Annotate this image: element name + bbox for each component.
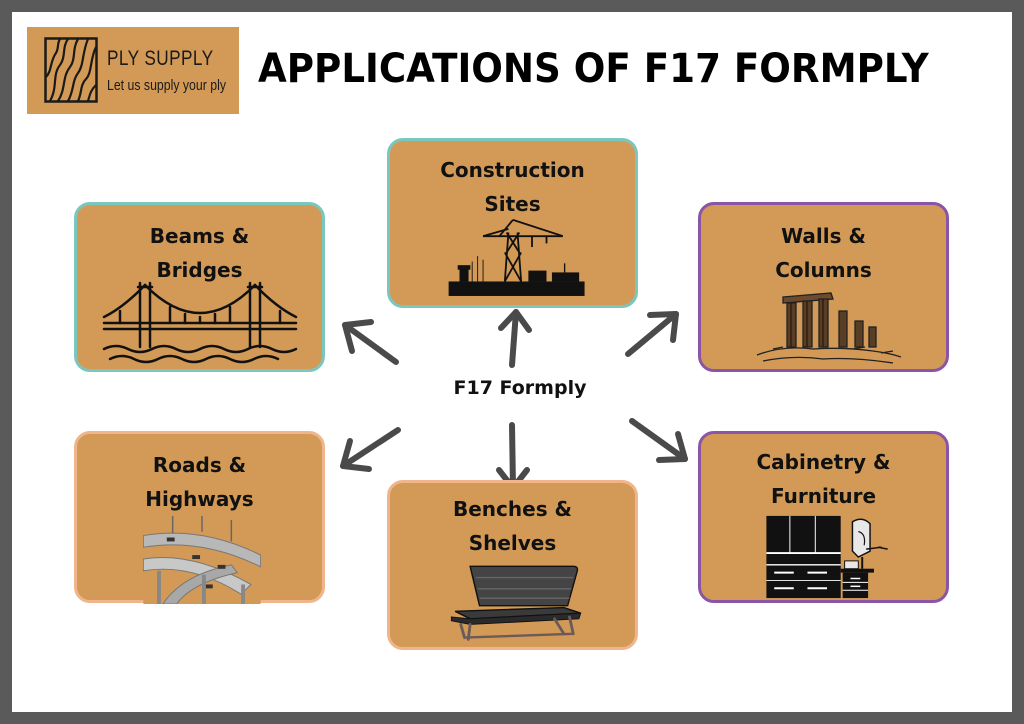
node-label: Beams & Bridges — [149, 224, 250, 282]
node-walls-columns: Walls & Columns — [698, 202, 949, 372]
bench-icon — [450, 565, 582, 641]
node-label: Construction Sites — [440, 158, 585, 216]
page-title: APPLICATIONS OF F17 FORMPLY — [258, 46, 929, 92]
highway-interchange-icon — [143, 516, 261, 604]
node-label: Walls & Columns — [775, 224, 872, 282]
node-beams-bridges: Beams & Bridges — [74, 202, 325, 372]
logo-brand-name: PLY SUPPLY — [107, 47, 214, 70]
node-roads-highways: Roads & Highways — [74, 431, 325, 604]
kitchen-cabinets-icon — [766, 515, 888, 599]
node-label: Benches & Shelves — [452, 497, 572, 555]
node-construction-sites: Construction Sites — [387, 138, 638, 308]
node-benches-shelves: Benches & Shelves — [387, 480, 638, 650]
wood-grain-icon — [44, 37, 98, 103]
ply-supply-logo: PLY SUPPLY Let us supply your ply — [27, 27, 239, 114]
suspension-bridge-icon — [102, 281, 298, 364]
center-label: F17 Formply — [453, 377, 587, 399]
node-label: Roads & Highways — [145, 453, 254, 511]
node-cabinetry-furniture: Cabinetry & Furniture — [698, 431, 949, 603]
port-crane-icon — [448, 218, 585, 296]
logo-tagline: Let us supply your ply — [107, 77, 226, 94]
ruined-columns-icon — [756, 292, 902, 364]
node-label: Cabinetry & Furniture — [756, 450, 891, 508]
